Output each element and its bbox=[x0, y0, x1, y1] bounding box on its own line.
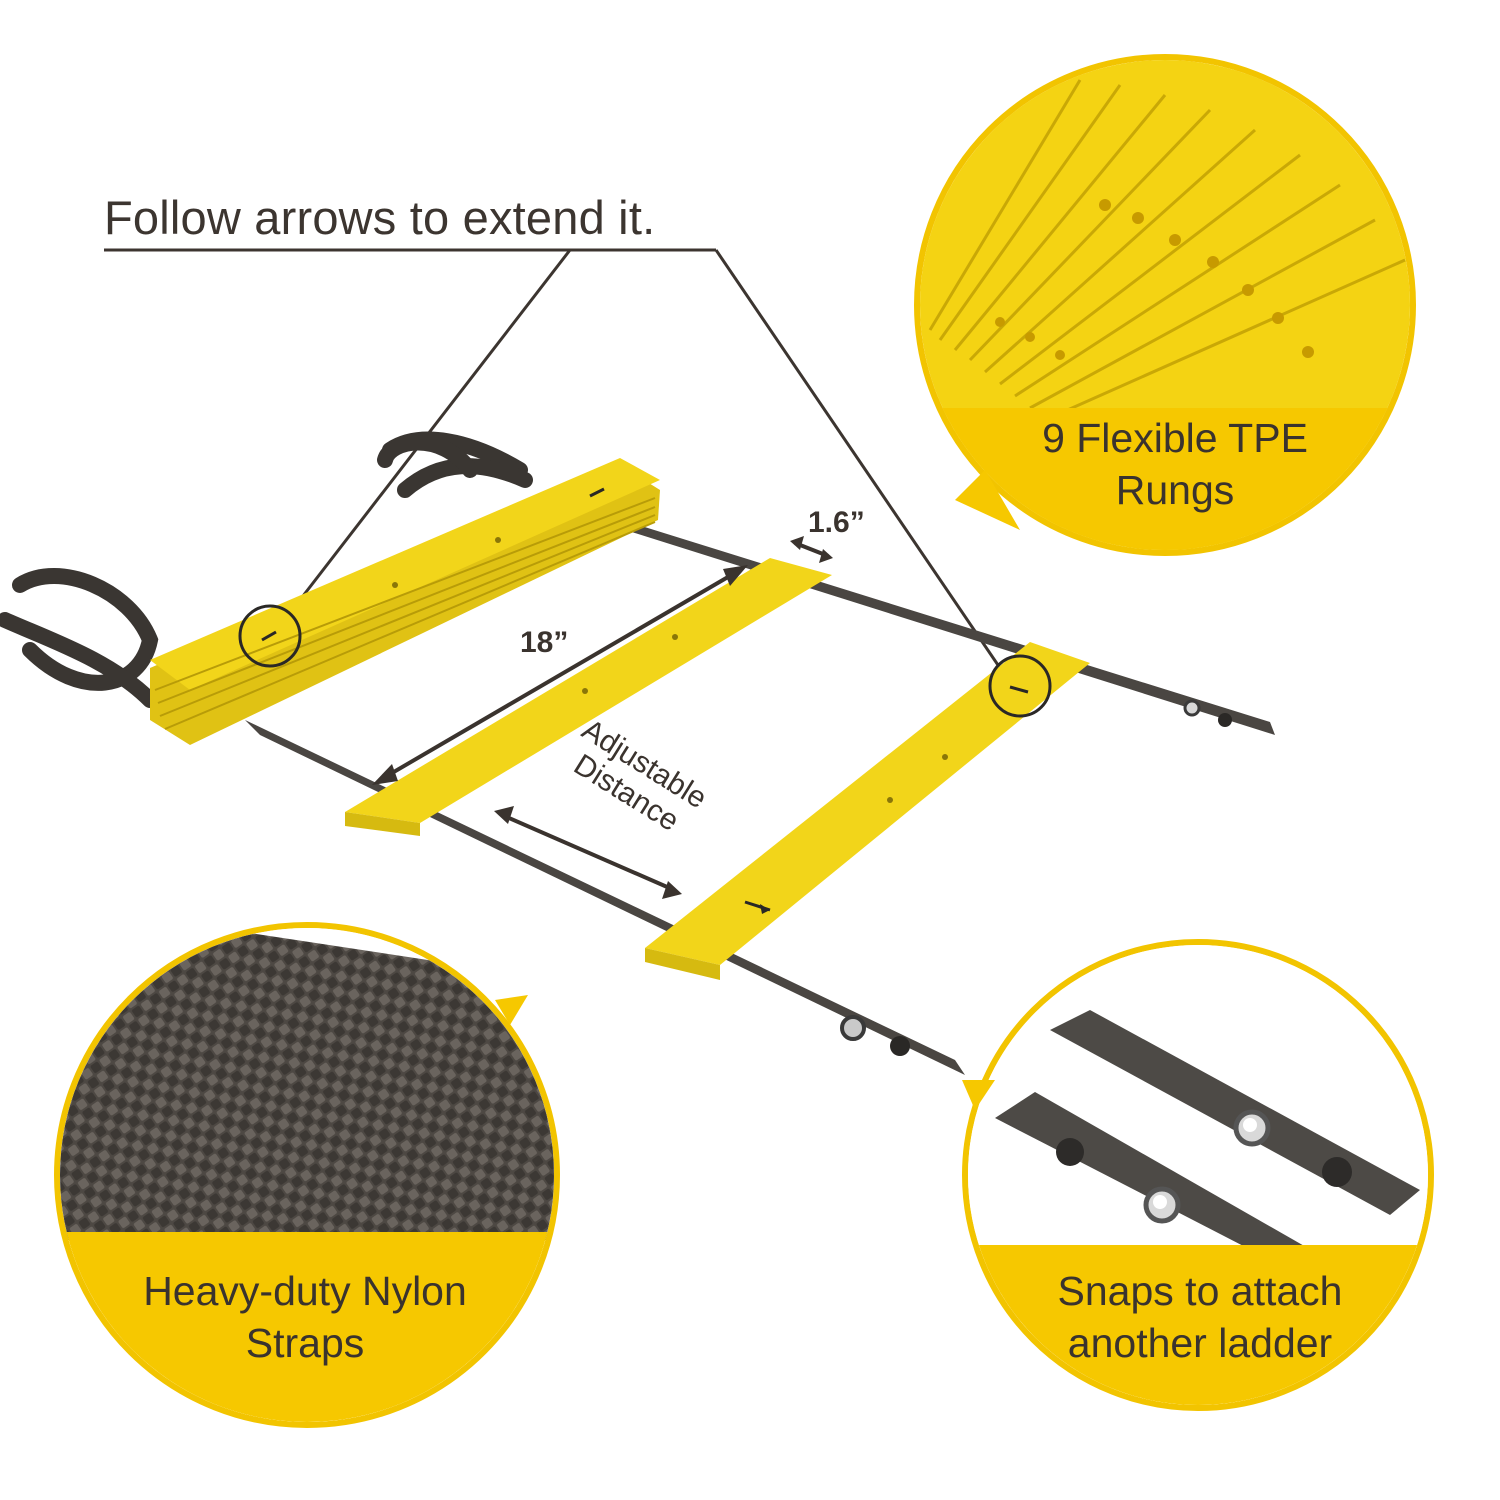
front-rung bbox=[645, 642, 1090, 980]
rungs-line-2: Rungs bbox=[1115, 467, 1235, 513]
snaps-callout bbox=[962, 939, 1434, 1411]
snaps-line-1: Snaps to attach bbox=[1057, 1268, 1343, 1314]
straps-callout-text: Heavy-duty Nylon Straps bbox=[80, 1265, 530, 1369]
folded-rung-stack bbox=[150, 458, 660, 745]
snaps-line-2: another ladder bbox=[1067, 1320, 1333, 1366]
straps-line-1: Heavy-duty Nylon bbox=[143, 1268, 467, 1314]
rungs-callout-text: 9 Flexible TPE Rungs bbox=[960, 412, 1390, 516]
middle-rung bbox=[345, 558, 832, 836]
straps-callout bbox=[54, 922, 560, 1428]
rung-length-label: 18” bbox=[520, 626, 569, 659]
dimension-arrows bbox=[372, 536, 833, 899]
snaps-callout-text: Snaps to attach another ladder bbox=[980, 1265, 1420, 1369]
rung-width-label: 1.6” bbox=[808, 506, 865, 539]
straps-line-2: Straps bbox=[245, 1320, 365, 1366]
handle-loops bbox=[0, 431, 533, 708]
headline: Follow arrows to extend it. bbox=[104, 191, 656, 244]
rungs-line-1: 9 Flexible TPE bbox=[1042, 415, 1308, 461]
